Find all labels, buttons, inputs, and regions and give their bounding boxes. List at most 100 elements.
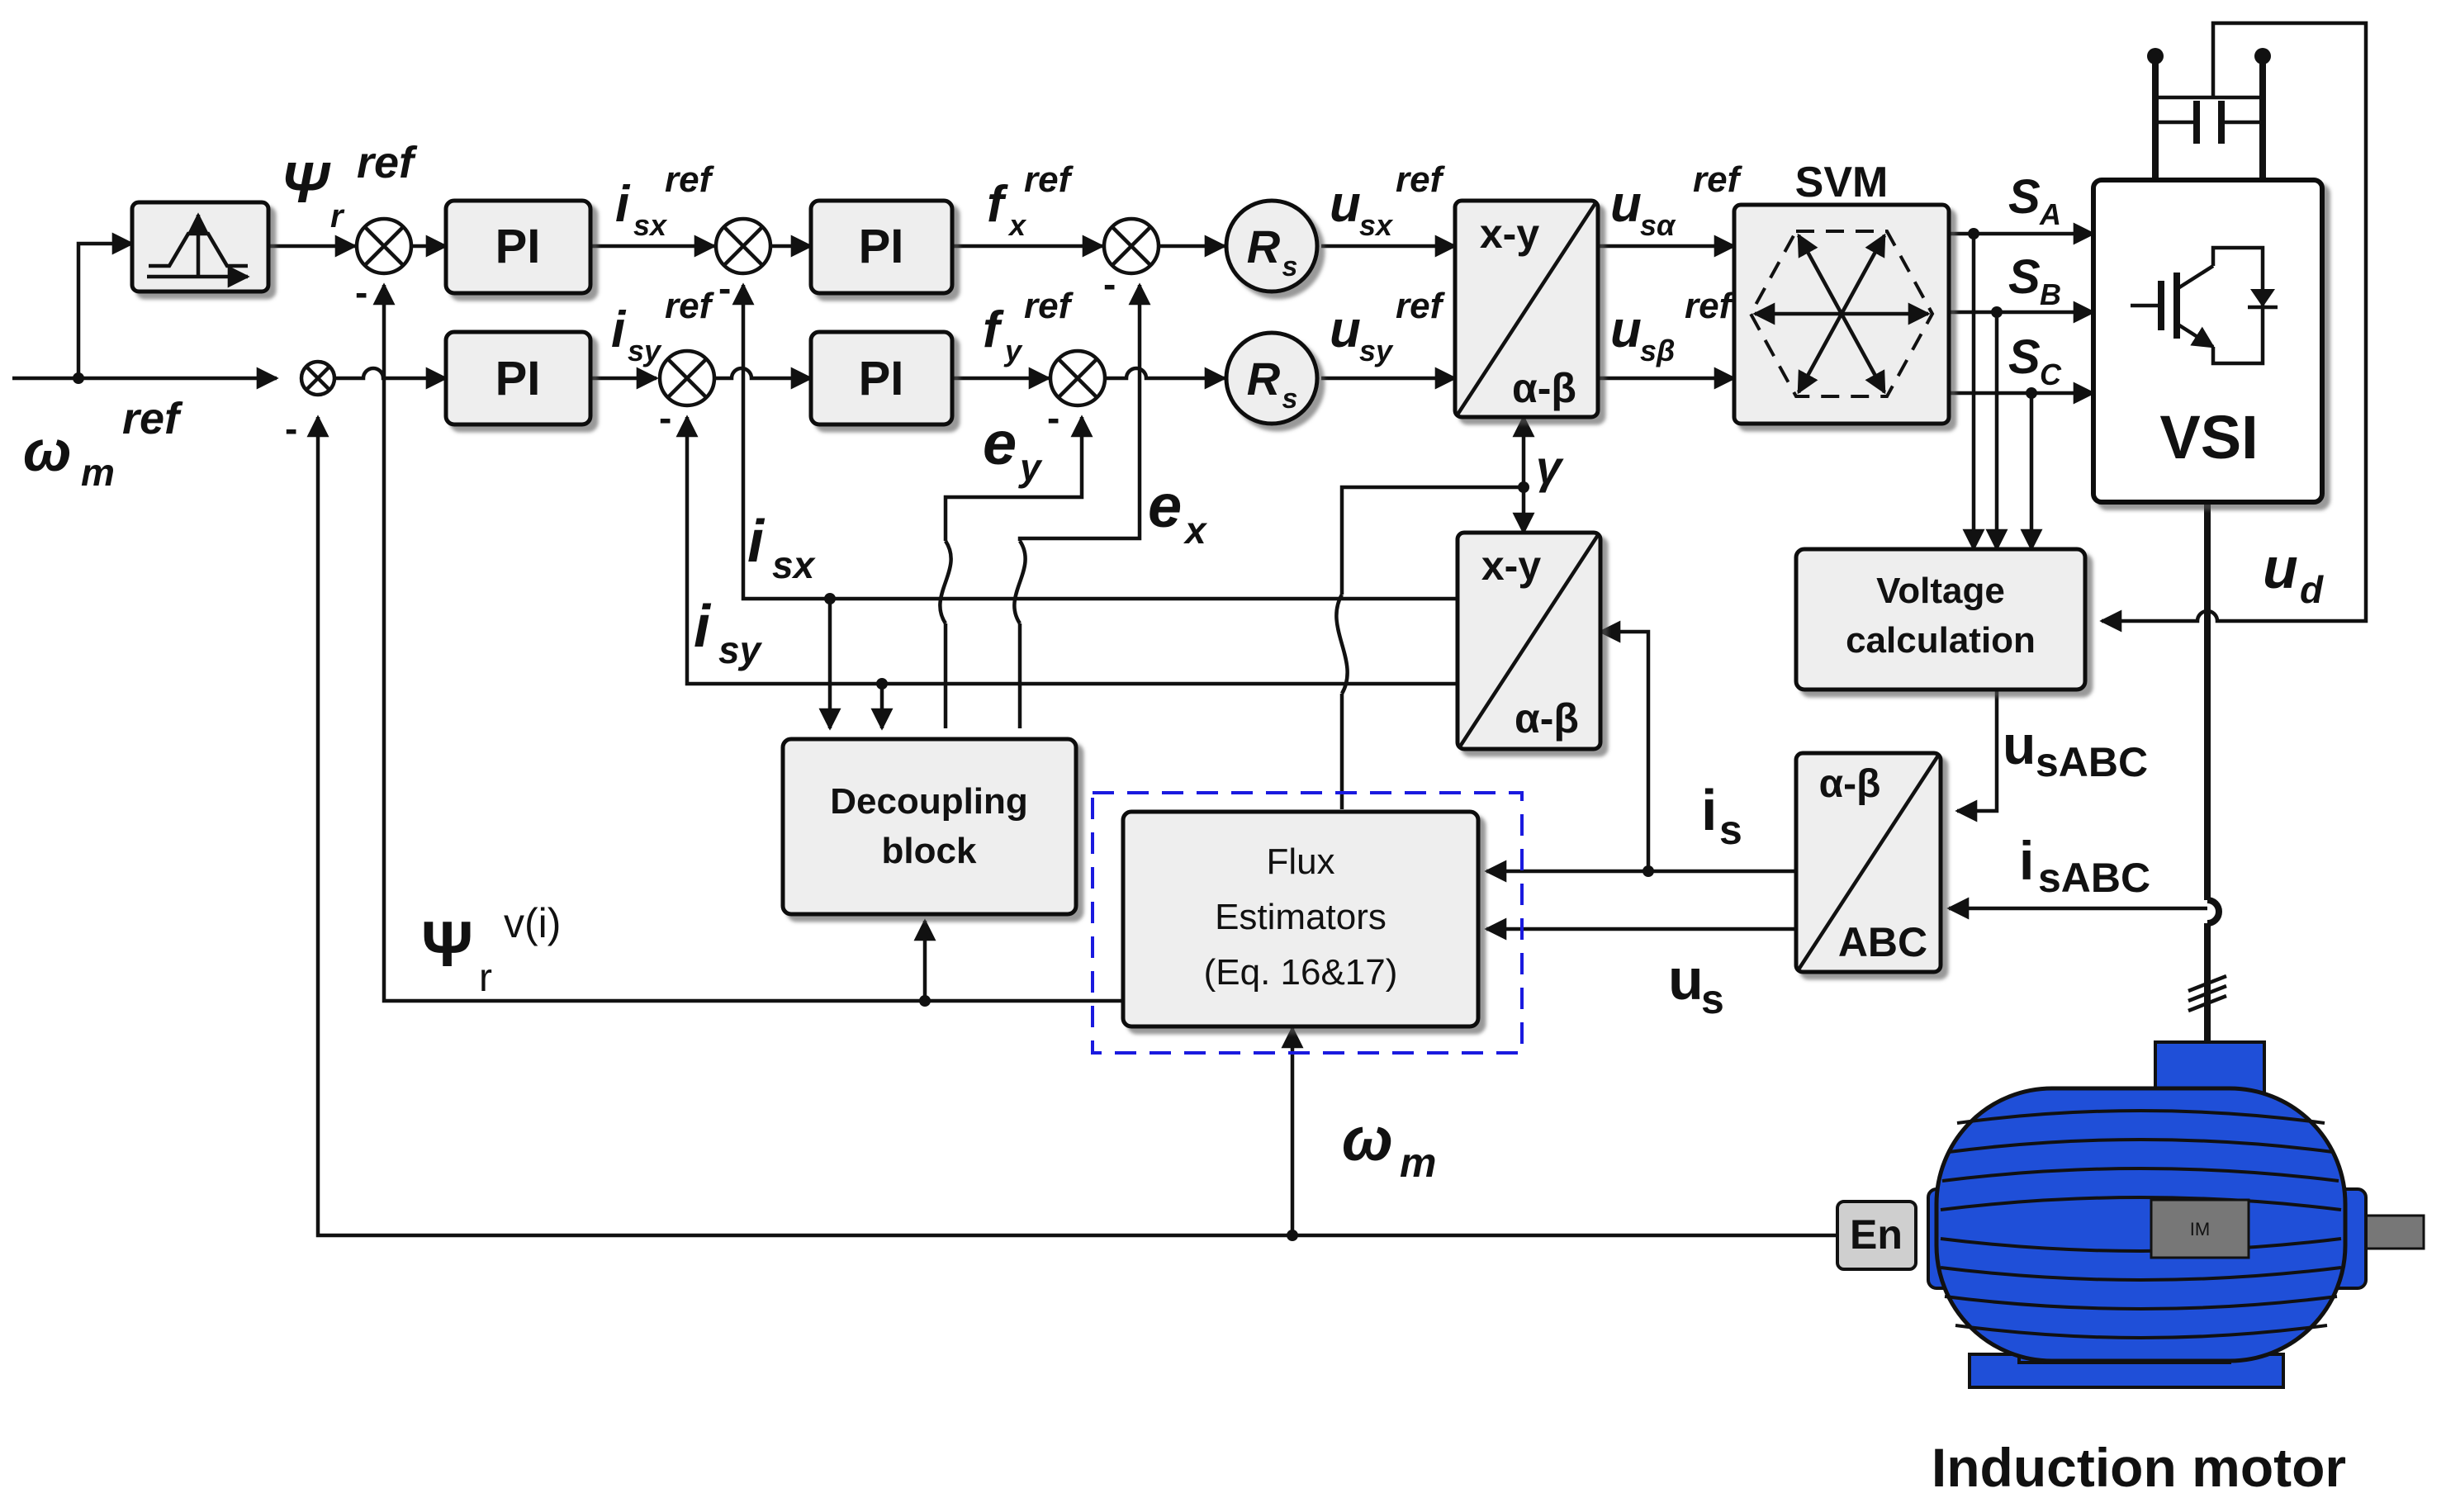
svg-text:u: u xyxy=(1330,301,1361,358)
svg-text:i: i xyxy=(747,509,766,575)
svg-text:S: S xyxy=(2008,330,2041,384)
svg-text:α-β: α-β xyxy=(1515,695,1579,742)
svg-text:u: u xyxy=(1330,176,1361,233)
svg-text:Ψ: Ψ xyxy=(421,908,473,980)
pi-block-psi: PI xyxy=(443,198,593,296)
pi-label: PI xyxy=(859,352,904,405)
svg-text:R: R xyxy=(1247,220,1281,273)
sum-junction xyxy=(1102,216,1161,276)
svg-text:B: B xyxy=(2040,277,2061,311)
pi-label: PI xyxy=(859,220,904,273)
svg-text:u: u xyxy=(2263,536,2298,600)
svg-text:-: - xyxy=(718,267,731,310)
svg-text:r: r xyxy=(479,956,492,1000)
svg-text:i: i xyxy=(2019,830,2034,891)
svg-text:Ψ: Ψ xyxy=(281,150,331,215)
svg-text:sx: sx xyxy=(633,208,668,242)
svg-text:γ: γ xyxy=(1536,441,1564,493)
sum-junctions xyxy=(299,216,1161,408)
svg-text:ref: ref xyxy=(1024,286,1074,326)
svg-text:-: - xyxy=(285,407,297,450)
svg-text:-: - xyxy=(659,396,671,439)
pi-block-speed: PI xyxy=(443,329,593,427)
alphabeta-to-xy-block: x-y α-β xyxy=(1455,530,1603,751)
svg-text:i: i xyxy=(1701,778,1717,842)
svg-text:x-y: x-y xyxy=(1480,211,1539,257)
svg-text:-: - xyxy=(1103,263,1116,306)
decoupling-block: Decoupling block xyxy=(780,737,1078,917)
dashed-boundary xyxy=(1091,791,1524,1055)
svg-text:Voltage: Voltage xyxy=(1876,571,2005,611)
svg-text:i: i xyxy=(615,176,631,233)
svg-text:x: x xyxy=(1183,509,1208,552)
svg-text:x-y: x-y xyxy=(1481,543,1541,589)
motor-caption: Induction motor xyxy=(1932,1437,2346,1498)
svm-label: SVM xyxy=(1795,159,1889,206)
svg-text:i: i xyxy=(694,594,712,660)
pi-block-isx: PI xyxy=(808,198,955,296)
svg-text:ref: ref xyxy=(357,138,418,187)
svg-text:-: - xyxy=(355,271,367,314)
svg-text:α-β: α-β xyxy=(1512,365,1576,411)
svg-text:ref: ref xyxy=(1024,159,1074,200)
wires xyxy=(12,21,2368,1241)
svg-text:s: s xyxy=(1701,976,1724,1022)
igbt-icon xyxy=(2131,245,2278,366)
vsi-label: VSI xyxy=(2159,403,2258,472)
svg-text:ref: ref xyxy=(665,286,715,326)
svg-text:α-β: α-β xyxy=(1819,762,1881,806)
svg-text:y: y xyxy=(1003,334,1023,367)
rs-block-y: R s xyxy=(1224,330,1320,426)
svg-text:r: r xyxy=(330,198,345,235)
svg-text:s: s xyxy=(1282,383,1298,415)
svg-text:sα: sα xyxy=(1640,208,1676,242)
sum-junction xyxy=(1048,348,1107,408)
svg-text:e: e xyxy=(1148,472,1182,540)
svg-text:ref: ref xyxy=(1396,159,1446,200)
svg-text:s: s xyxy=(1719,807,1742,853)
svg-text:f: f xyxy=(983,301,1004,358)
sum-junction xyxy=(354,216,414,276)
svg-text:x: x xyxy=(1007,208,1027,242)
pi-block-isy: PI xyxy=(808,329,955,427)
xy-to-alphabeta-block: x-y α-β xyxy=(1453,198,1600,419)
svg-text:sβ: sβ xyxy=(1640,334,1675,367)
svg-text:u: u xyxy=(1668,947,1704,1012)
svg-text:Decoupling: Decoupling xyxy=(830,781,1028,822)
im-label: IM xyxy=(2190,1219,2210,1239)
sum-junction xyxy=(299,359,337,397)
svg-text:u: u xyxy=(1610,301,1642,358)
svg-text:C: C xyxy=(2040,358,2062,391)
svg-text:v(i): v(i) xyxy=(504,900,561,946)
abc-to-alphabeta-block: α-β ABC xyxy=(1794,751,1943,974)
svg-text:sx: sx xyxy=(1359,208,1394,242)
induction-motor: IM xyxy=(1927,1040,2425,1389)
svg-text:sx: sx xyxy=(772,543,817,586)
svg-text:(Eq. 16&17): (Eq. 16&17) xyxy=(1204,952,1398,993)
svg-text:ref: ref xyxy=(1685,286,1735,326)
svm-block: SVM xyxy=(1732,159,1951,426)
svg-text:ω: ω xyxy=(1342,1105,1393,1173)
sum-junction xyxy=(657,348,717,408)
svg-text:i: i xyxy=(611,301,627,358)
svg-text:ref: ref xyxy=(122,394,183,443)
rs-block-x: R s xyxy=(1224,198,1320,294)
svg-text:S: S xyxy=(2008,170,2041,224)
motor-fins xyxy=(1940,1109,2342,1339)
signal-labels: ω m ref Ψ r ref i sx ref i sy ref f x re… xyxy=(23,138,2346,1498)
svg-text:m: m xyxy=(81,451,115,494)
svg-text:ref: ref xyxy=(665,159,715,200)
svg-text:ABC: ABC xyxy=(1838,919,1927,965)
svg-text:s: s xyxy=(1282,251,1298,282)
svg-text:u: u xyxy=(1610,176,1642,233)
svg-text:Estimators: Estimators xyxy=(1215,897,1387,937)
pi-label: PI xyxy=(495,220,541,273)
svg-text:m: m xyxy=(1400,1140,1436,1186)
svg-text:sy: sy xyxy=(1359,334,1394,367)
svg-text:e: e xyxy=(983,409,1017,477)
svg-text:A: A xyxy=(2039,197,2061,231)
svg-text:S: S xyxy=(2008,250,2041,304)
svg-text:sy: sy xyxy=(628,334,662,367)
